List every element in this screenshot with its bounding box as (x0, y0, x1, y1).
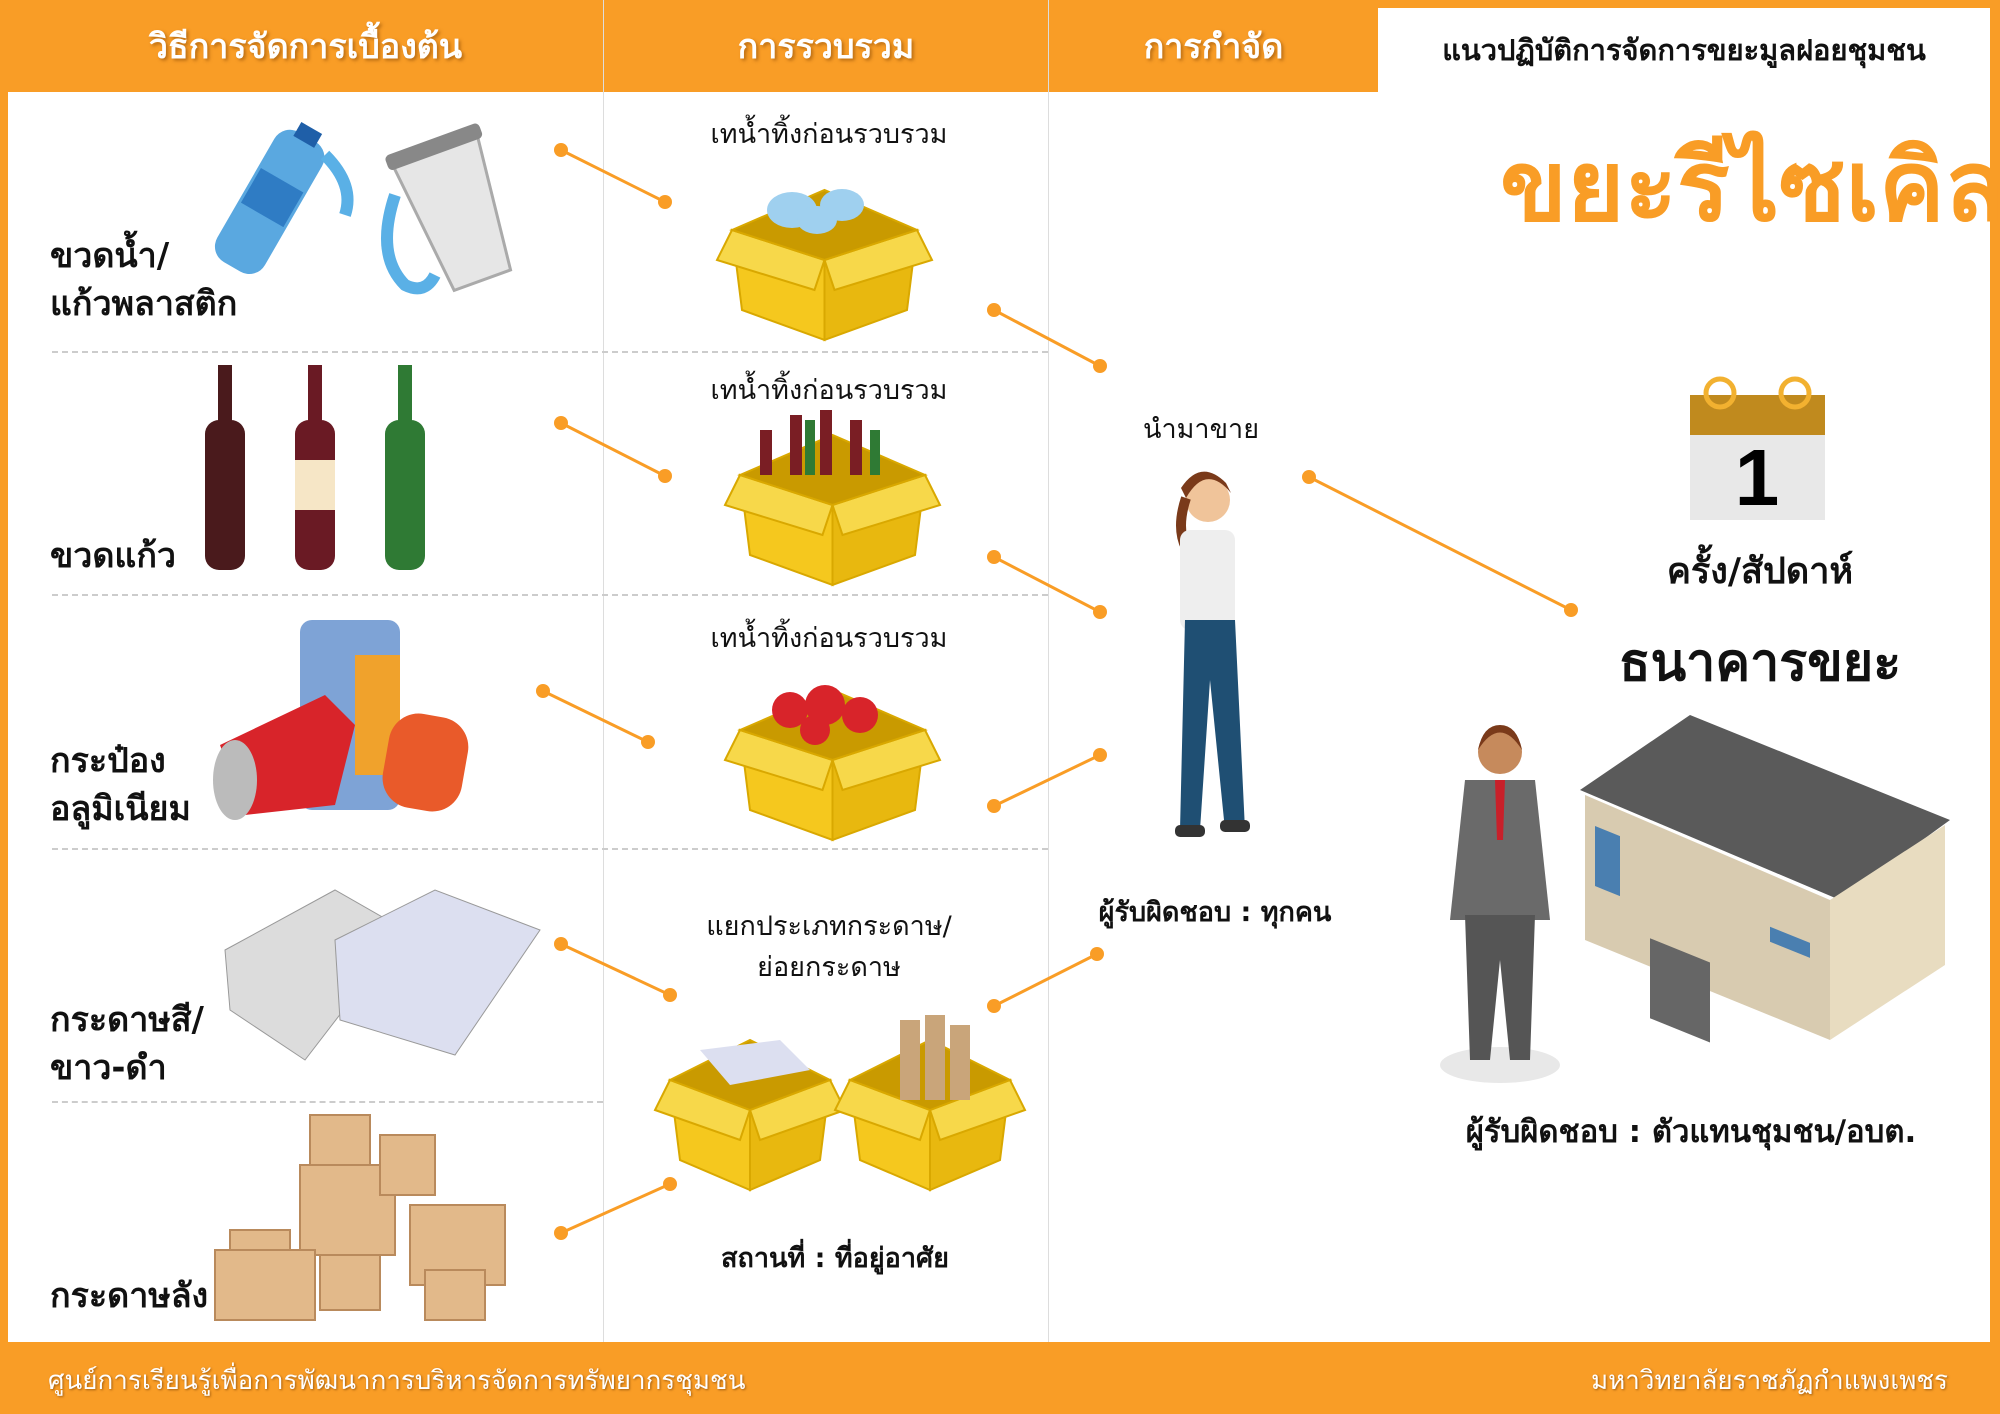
sell-label: นำมาขาย (1142, 414, 1260, 445)
header-disposal: การกำจัด (1143, 27, 1284, 67)
footer-center-name: ศูนย์การเรียนรู้เพื่อการพัฒนาการบริหารจั… (48, 1366, 746, 1396)
item-paper: กระดาษสี/ ขาว-ดำ (50, 996, 204, 1092)
header-basic-management: วิธีการจัดการเบื้องต้น (148, 27, 463, 67)
item-cardboard: กระดาษลัง (50, 1272, 208, 1320)
item-label: กระป๋อง (50, 741, 166, 781)
paper-stack-icon (224, 889, 541, 1061)
item-label: อลูมิเนียม (50, 789, 191, 829)
person-carrying-box-icon (1175, 471, 1250, 837)
recycle-waste-title: ขยะรีไซเคิล (1500, 130, 2000, 244)
bank-frequency: ครั้ง/สัปดาห์ (1666, 551, 1854, 592)
item-label: กระดาษลัง (50, 1276, 209, 1316)
item-glass-bottle: ขวดแก้ว (50, 532, 176, 580)
item-label: ขวดน้ำ/ (50, 236, 170, 276)
collection-box-cans-icon (723, 685, 942, 842)
community-representative-icon (1440, 725, 1560, 1083)
disposal-responsible: ผู้รับผิดชอบ : ทุกคน (1098, 897, 1332, 928)
paper-sort-note: แยกประเภทกระดาษ/ (706, 911, 952, 942)
item-plastic-bottle: ขวดน้ำ/แก้วพลาสติก (50, 232, 237, 328)
column-divider (1048, 0, 1049, 1342)
item-label: แก้วพลาสติก (50, 284, 238, 324)
rinse-note: เทน้ำทิ้งก่อนรวบรวม (710, 623, 948, 654)
glass-bottles-icon (205, 365, 425, 570)
item-aluminium-can: กระป๋องอลูมิเนียม (50, 737, 191, 833)
waste-bank-title: ธนาคารขยะ (1618, 633, 1902, 693)
collection-box-glass-icon (723, 410, 942, 587)
item-label: ขวดแก้ว (50, 536, 177, 576)
waste-bank-building-icon (1580, 715, 1950, 1043)
item-label: กระดาษสี/ (50, 1000, 204, 1040)
rinse-note: เทน้ำทิ้งก่อนรวบรวม (710, 375, 948, 406)
column-divider (603, 0, 604, 1342)
row-divider (52, 848, 1048, 850)
collection-box-plastic-icon (715, 188, 934, 342)
paper-shred-note: ย่อยกระดาษ (757, 952, 901, 983)
plastic-bottle-cup-icon (214, 122, 513, 295)
collection-place: สถานที่ : ที่อยู่อาศัย (720, 1243, 950, 1274)
collection-box-paper-icon (653, 1015, 1027, 1192)
row-divider (52, 1101, 603, 1103)
header-collection: การรวบรวม (737, 27, 915, 67)
bank-responsible: ผู้รับผิดชอบ : ตัวแทนชุมชน/อบต. (1465, 1114, 1917, 1150)
item-label: ขาว-ดำ (50, 1048, 167, 1088)
row-divider (52, 351, 1048, 353)
guideline-title: แนวปฏิบัติการจัดการขยะมูลฝอยชุมชน (1378, 8, 1990, 92)
row-divider (52, 594, 1048, 596)
calendar-icon: 1 (1690, 376, 1825, 522)
calendar-number: 1 (1735, 433, 1780, 522)
rinse-note: เทน้ำทิ้งก่อนรวบรวม (710, 119, 948, 150)
footer-university: มหาวิทยาลัยราชภัฏกำแพงเพชร (1591, 1366, 1948, 1396)
cardboard-boxes-icon (214, 1114, 506, 1321)
aluminium-cans-icon (213, 620, 469, 820)
